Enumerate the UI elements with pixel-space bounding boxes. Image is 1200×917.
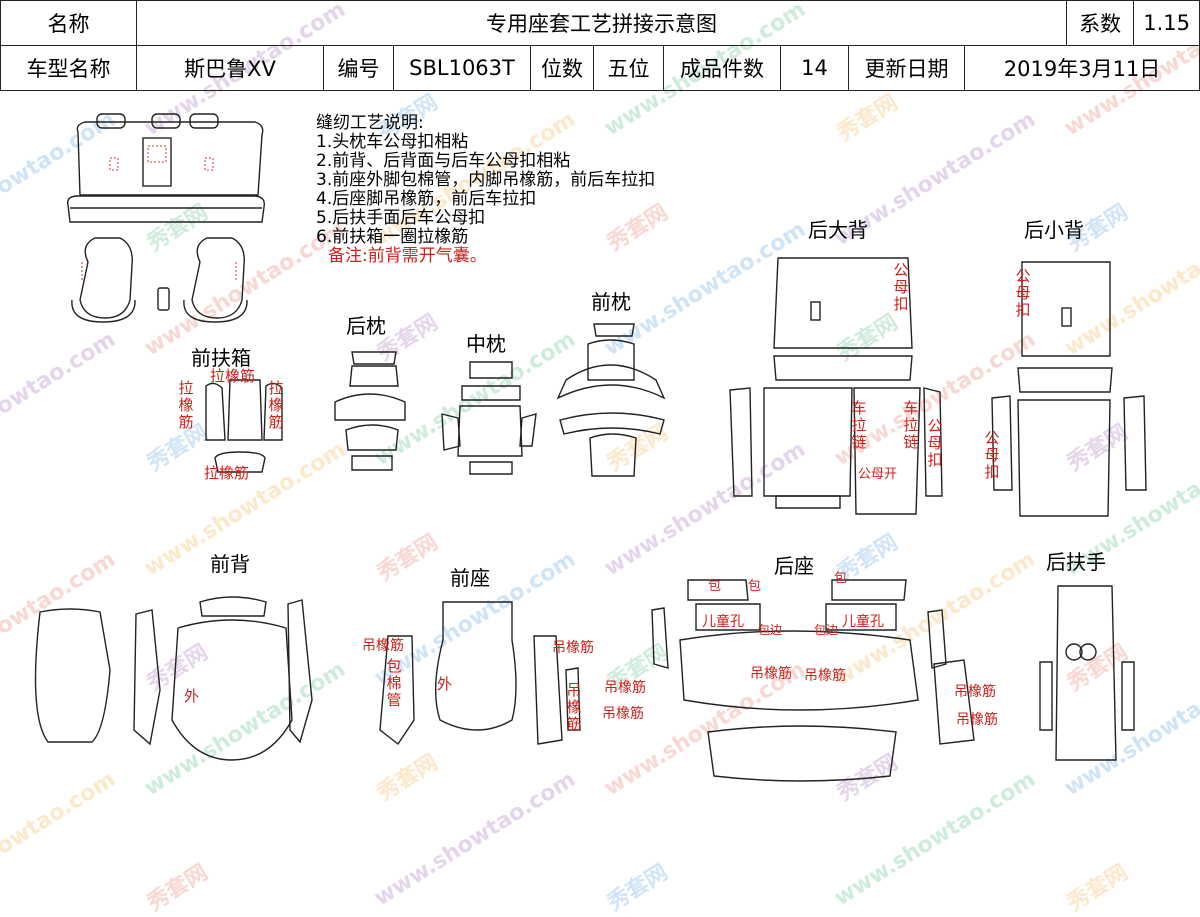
seats-value: 五位 [593,45,664,91]
annotation-snap-big-back: 公母扣 [893,261,909,313]
label-mid-pillow: 中枕 [466,332,506,356]
coef-label: 系数 [1066,0,1135,46]
name-label: 名称 [0,0,137,46]
annotation-outer-back: 外 [184,687,200,705]
header-table: 名称 专用座套工艺拼接示意图 系数 1.15 车型名称 斯巴鲁XV 编号 SBL… [0,0,1200,91]
mid-pillow-pattern [441,361,537,475]
annotation-snap-open: 公母开 [858,467,898,482]
annotation-hang-elastic-seat-right: 吊橡筋 [552,640,594,656]
front-armbox-pattern [205,379,283,473]
rear-big-back-pattern [729,257,943,515]
label-rear-small-back: 后小背 [1024,218,1084,242]
annotation-cotton-tube: 包棉管 [386,657,402,709]
date-label: 更新日期 [848,45,965,91]
annotation-hang-elastic-seat-left: 吊橡筋 [362,638,404,654]
annotation-elastic: 拉橡筋 [210,367,256,385]
label-front-armbox: 前扶箱 [191,346,251,370]
front-pillow-pattern [556,323,666,477]
label-front-back: 前背 [210,552,250,576]
annotation-snap-small-side: 公母扣 [984,429,1000,481]
rear-pillow-pattern [334,351,406,471]
label-rear-armrest: 后扶手 [1046,550,1106,574]
rear-armrest-pattern [1039,585,1135,761]
note-item: 2.前背、后背面与后车公母扣相粘 [316,151,571,171]
annotation-hang-elastic-a: 吊橡筋 [604,680,646,696]
annotation-elastic-bottom: 拉橡筋 [204,464,250,482]
note-item: 6.前扶箱一圈拉橡筋 [316,227,469,247]
front-back-pattern [34,596,313,761]
notes-remark: 备注:前背需开气囊。 [328,246,487,266]
watermark-text: 秀套网 [1063,860,1133,917]
rear-small-back-pattern [991,261,1147,517]
label-rear-seat: 后座 [774,554,814,578]
annotation-child-hole-right: 儿童孔 [842,614,884,630]
annotation-child-hole-left: 儿童孔 [702,614,744,630]
label-front-pillow: 前枕 [591,290,631,314]
pattern-drawing [34,113,1147,782]
annotation-hang-elastic-rear-d: 吊橡筋 [956,712,998,728]
annotation-snap-side: 公母扣 [927,417,943,469]
annotation-hang-elastic-rear-c: 吊橡筋 [954,684,996,700]
page-title: 专用座套工艺拼接示意图 [135,0,1068,46]
label-front-seat: 前座 [450,566,490,590]
annotation-zipper-right: 车拉链 [903,399,919,451]
annotation-hang-elastic-vertical: 吊橡筋 [566,681,582,733]
seat-overview [66,113,265,323]
annotation-hang-elastic-rear-a: 吊橡筋 [750,666,792,682]
annotation-binding-b: 包 [748,579,762,594]
annotation-elastic-left: 拉橡筋 [178,379,194,431]
model-label: 车型名称 [0,45,137,91]
note-item: 3.前座外脚包棉管，内脚吊橡筋，前后车拉扣 [316,170,656,190]
pieces-value: 14 [780,45,849,91]
pieces-label: 成品件数 [663,45,781,91]
code-value: SBL1063T [393,45,531,91]
notes-title: 缝纫工艺说明: [316,113,424,133]
label-rear-big-back: 后大背 [808,218,868,242]
annotation-zipper-left: 车拉链 [851,399,867,451]
watermark-text: 秀套网 [143,860,213,917]
annotation-hang-elastic-rear-b: 吊橡筋 [804,668,846,684]
annotation-edge-left: 包边 [758,623,783,637]
note-item: 1.头枕车公母扣相粘 [316,132,469,152]
note-item: 4.后座脚吊橡筋，前后车拉扣 [316,189,537,209]
note-item: 5.后扶手面后车公母扣 [316,208,486,228]
annotation-snap-small-back: 公母扣 [1015,267,1031,319]
rear-seat-pattern [651,579,975,782]
annotation-outer-seat: 外 [437,675,453,693]
model-value: 斯巴鲁XV [136,45,324,91]
front-seat-pattern [379,601,581,746]
annotation-elastic-right: 拉橡筋 [268,379,284,431]
date-value: 2019年3月11日 [963,45,1200,91]
annotation-binding-a: 包 [708,579,722,594]
label-rear-pillow: 后枕 [346,314,386,338]
annotation-hang-elastic-b: 吊橡筋 [602,706,644,722]
seats-label: 位数 [530,45,594,91]
sewing-notes: 缝纫工艺说明: 1.头枕车公母扣相粘 2.前背、后背面与后车公母扣相粘 3.前座… [316,114,655,266]
annotation-binding-c: 包 [834,571,848,586]
annotation-edge-right: 包边 [814,623,839,637]
code-label: 编号 [323,45,394,91]
watermark-text: 秀套网 [603,860,673,917]
